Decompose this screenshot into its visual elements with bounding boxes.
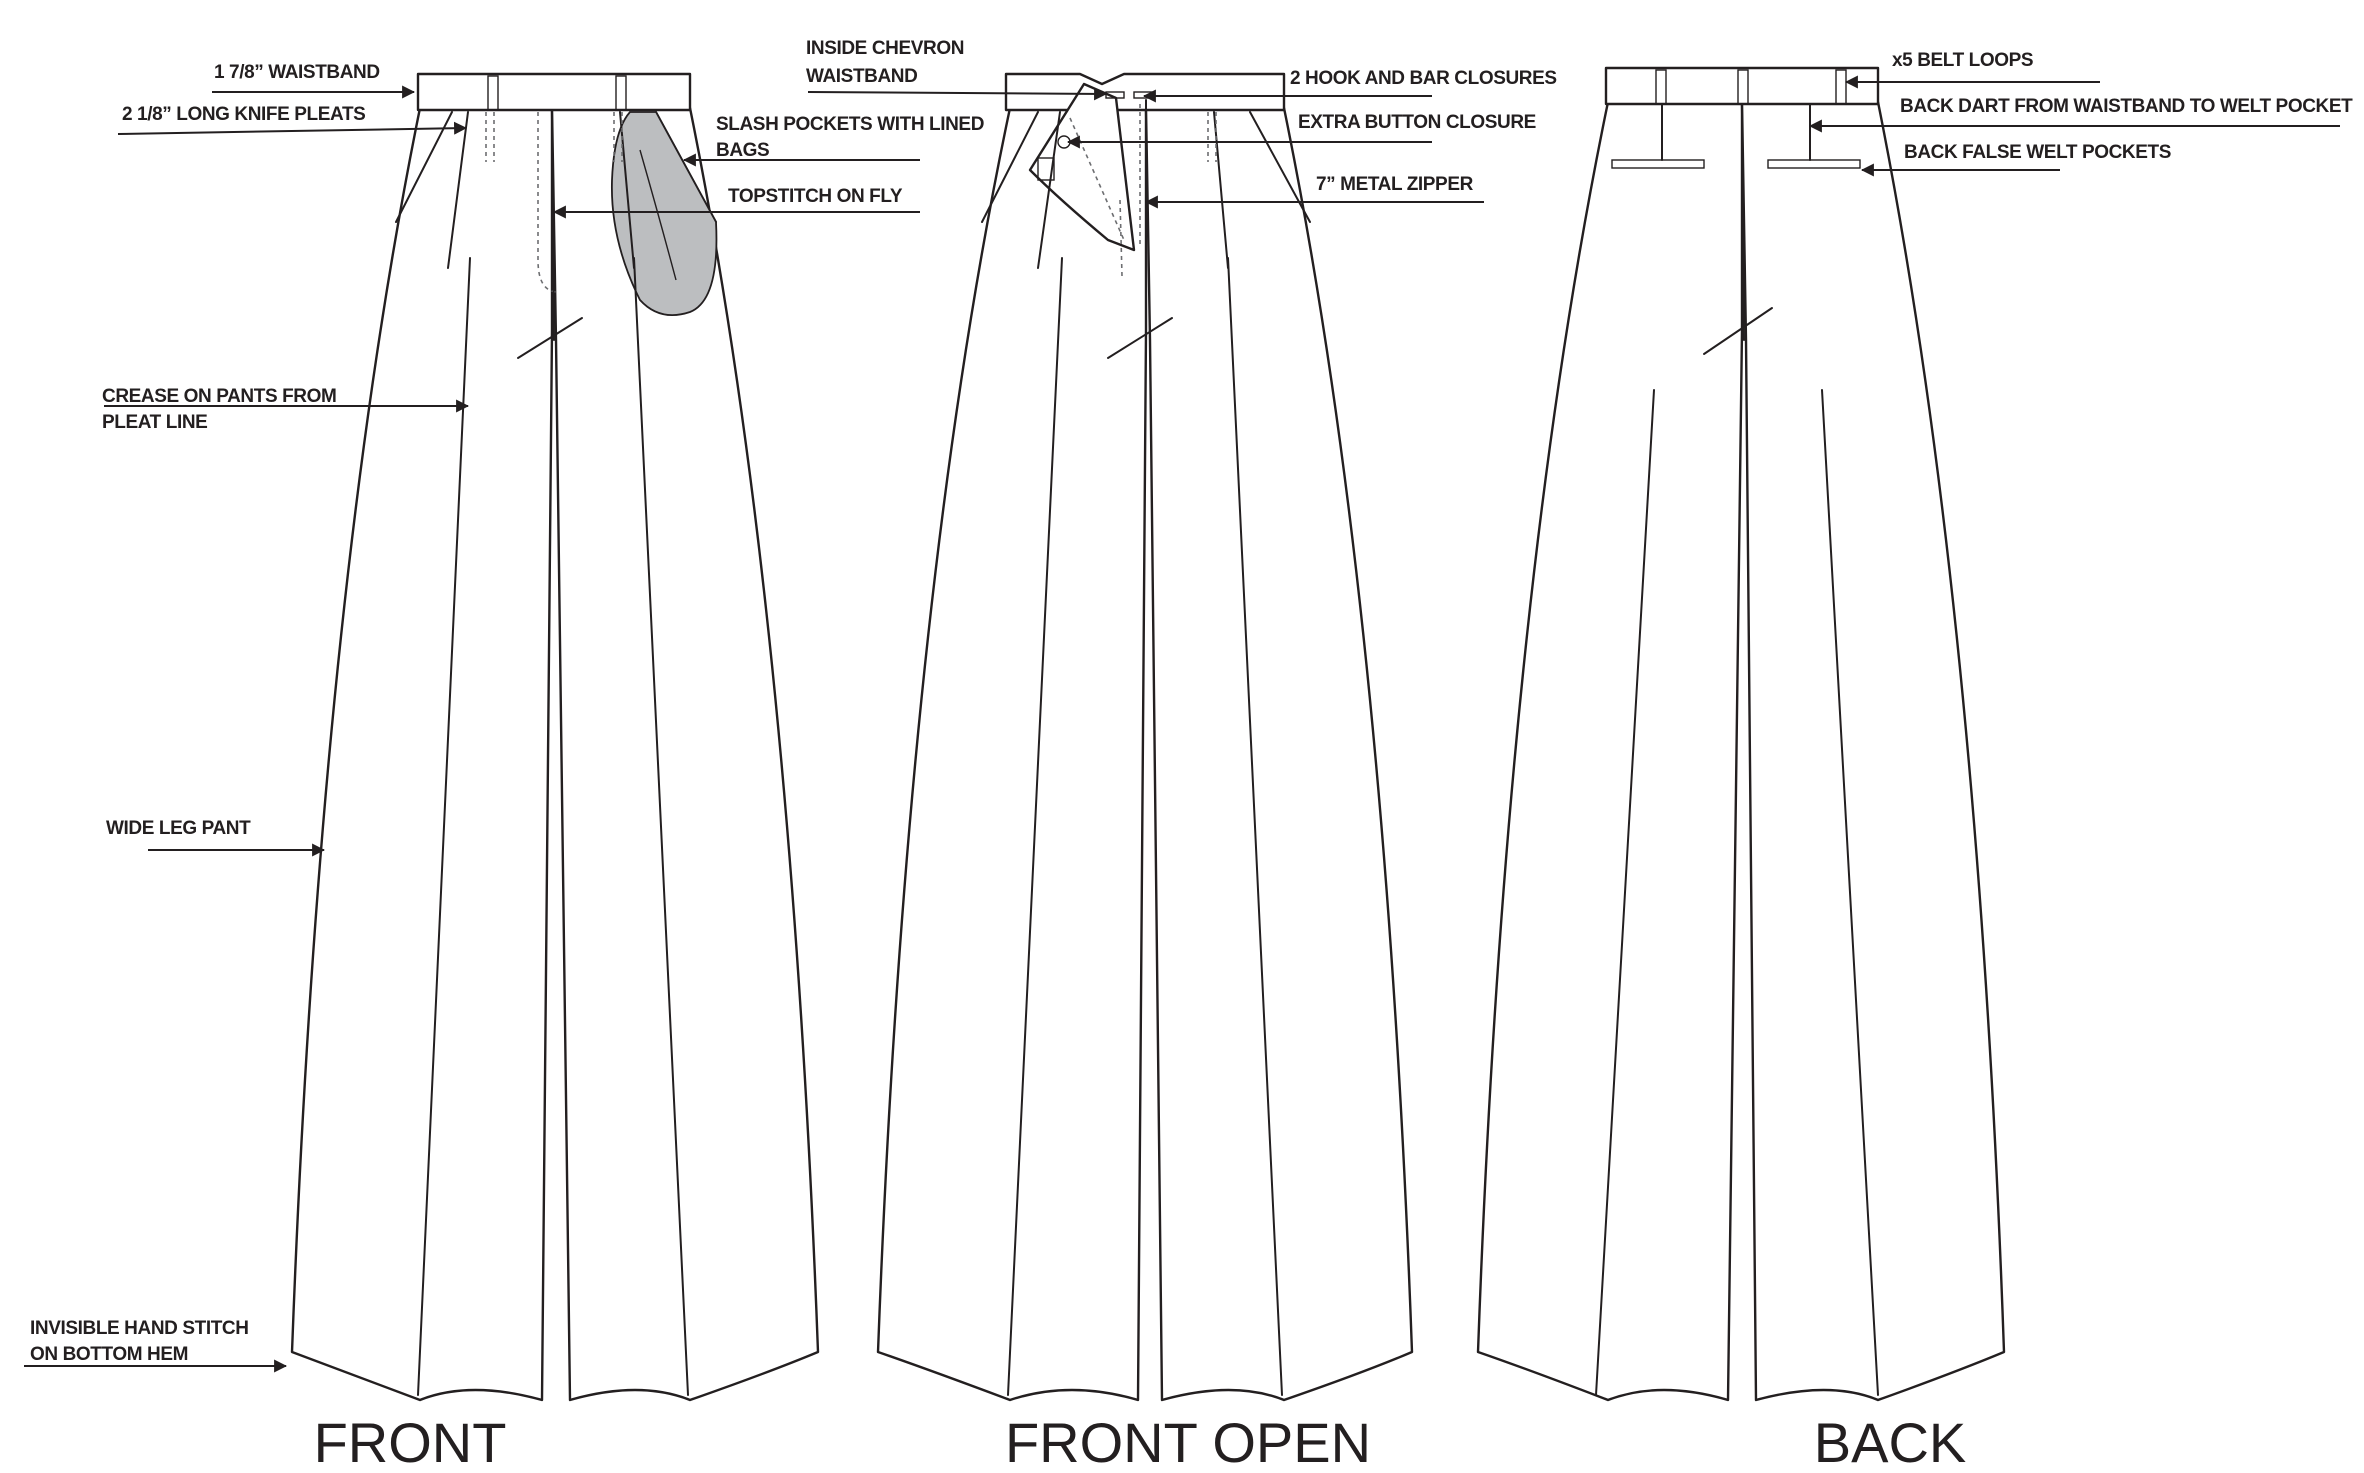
callout-slash-pockets-line-1: SLASH POCKETS WITH LINED <box>716 114 984 135</box>
back-left-crease <box>1595 389 1655 1396</box>
front-open-right-slash-pocket <box>1249 111 1311 223</box>
front-left-crease <box>417 257 471 1396</box>
front-belt-loop <box>615 75 627 111</box>
back-waistband <box>1604 66 1880 106</box>
callout-zipper: 7” METAL ZIPPER <box>1316 174 1474 195</box>
callout-back-dart: BACK DART FROM WAISTBAND TO WELT POCKET <box>1900 96 2353 117</box>
front-fly-topstitch <box>537 112 557 293</box>
front-left-pleat <box>447 111 469 269</box>
back-centre-seam <box>1741 103 1745 341</box>
callout-topstitch: TOPSTITCH ON FLY <box>728 186 903 207</box>
front-open-view-garment <box>876 72 1414 1402</box>
view-title-front-open: FRONT OPEN <box>1005 1411 1371 1473</box>
front-open-left-pleat <box>1037 111 1061 269</box>
front-open-right-leg <box>1144 106 1414 1402</box>
front-open-left-leg <box>876 106 1148 1402</box>
front-open-right-crease <box>1227 257 1283 1396</box>
back-crotch-mark <box>1703 307 1773 355</box>
callout-belt-loops: x5 BELT LOOPS <box>1892 50 2033 71</box>
callout-pleats: 2 1/8” LONG KNIFE PLEATS <box>122 104 365 125</box>
callout-crease-line-1: CREASE ON PANTS FROM <box>102 386 336 407</box>
callout-crease-line-2: PLEAT LINE <box>102 412 207 433</box>
view-titles: FRONT FRONT OPEN BACK <box>314 1411 1967 1473</box>
front-open-left-crease <box>1007 257 1063 1396</box>
callout-extra-button: EXTRA BUTTON CLOSURE <box>1298 112 1536 133</box>
back-view-garment <box>1476 66 2006 1402</box>
front-left-leg <box>290 106 554 1402</box>
front-open-crotch-mark <box>1107 317 1173 359</box>
back-right-crease <box>1821 389 1879 1396</box>
callout-slash-pockets-line-2: BAGS <box>716 140 769 161</box>
callout-wide-leg: WIDE LEG PANT <box>106 818 251 839</box>
front-left-slash-pocket <box>395 111 453 223</box>
front-centre-seam <box>551 109 555 341</box>
back-right-leg <box>1740 100 2006 1402</box>
callout-chevron-line-1: INSIDE CHEVRON <box>806 38 964 59</box>
front-waistband <box>416 72 692 112</box>
front-view-garment <box>290 72 820 1402</box>
callout-chevron-line-2: WAISTBAND <box>806 66 917 87</box>
pleats-leader <box>117 121 468 135</box>
front-open-fly-flap <box>1028 82 1136 252</box>
front-belt-loop <box>487 75 499 111</box>
chevron-leader <box>807 87 1108 101</box>
back-right-welt-pocket <box>1767 159 1861 169</box>
front-right-leg <box>550 106 820 1402</box>
front-crotch-mark <box>517 317 583 359</box>
callout-welt-pockets: BACK FALSE WELT POCKETS <box>1904 142 2171 163</box>
back-left-welt-pocket <box>1611 159 1705 169</box>
front-pocket-bag-fold <box>639 149 677 281</box>
front-right-crease <box>633 257 689 1396</box>
front-pocket-bag <box>610 111 718 316</box>
callout-hook-bar: 2 HOOK AND BAR CLOSURES <box>1290 68 1557 89</box>
view-title-front: FRONT <box>314 1411 507 1473</box>
back-left-leg <box>1476 100 1744 1402</box>
callout-hem-line-1: INVISIBLE HAND STITCH <box>30 1318 249 1339</box>
callouts: 1 7/8” WAISTBAND 2 1/8” LONG KNIFE PLEAT… <box>30 38 2354 1365</box>
callout-hem-line-2: ON BOTTOM HEM <box>30 1344 188 1365</box>
leader-lines <box>24 75 2340 1373</box>
front-open-left-slash-pocket <box>981 111 1039 223</box>
view-title-back: BACK <box>1814 1411 1967 1473</box>
front-open-fly-stitch <box>1069 117 1125 241</box>
callout-waistband: 1 7/8” WAISTBAND <box>214 62 380 83</box>
size-label <box>1037 157 1055 181</box>
